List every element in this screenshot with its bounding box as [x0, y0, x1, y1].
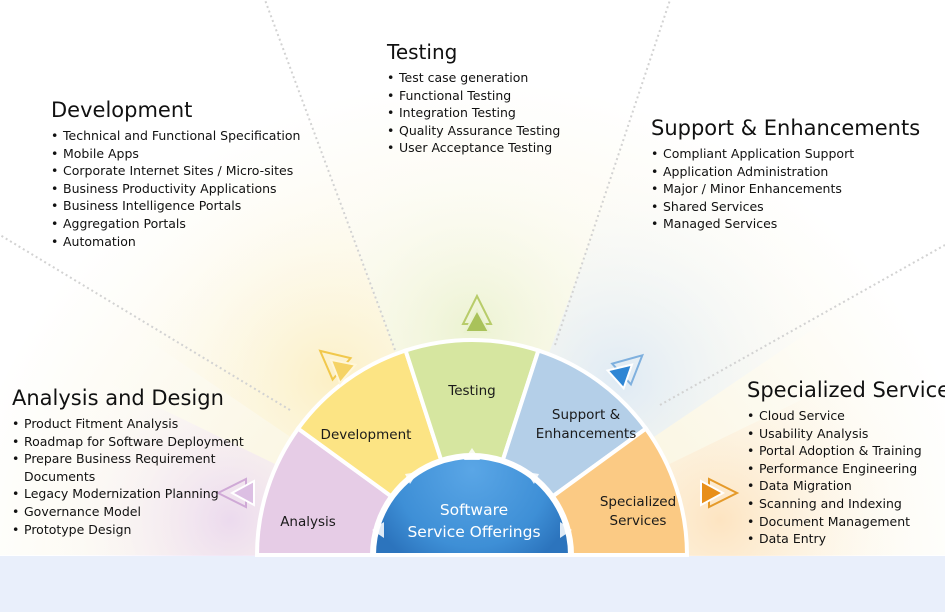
- panel-testing: Testing Test case generation Functional …: [387, 40, 560, 157]
- hub-label-1: Software: [440, 501, 508, 519]
- panel-specialized: Specialized Services Cloud Service Usabi…: [747, 378, 945, 548]
- list-support: Compliant Application Support Applicatio…: [651, 145, 920, 233]
- list-item: Data Migration: [747, 477, 945, 495]
- list-item: Compliant Application Support: [651, 145, 920, 163]
- hub-arrow-upright-icon: [526, 472, 539, 484]
- list-item: User Acceptance Testing: [387, 139, 560, 157]
- list-item: Document Management: [747, 513, 945, 531]
- list-item: Corporate Internet Sites / Micro-sites: [51, 162, 300, 180]
- hub-arrow-upleft-icon: [405, 472, 418, 484]
- list-specialized: Cloud Service Usability Analysis Portal …: [747, 407, 945, 548]
- arrow-icon-specialized: [700, 477, 740, 509]
- arrow-icon-development: [318, 349, 358, 386]
- list-item: Functional Testing: [387, 87, 560, 105]
- segment-label-specialized-2: Services: [610, 513, 667, 529]
- segment-label-support-2: Enhancements: [536, 426, 637, 442]
- footer-band: [0, 556, 945, 612]
- panel-support: Support & Enhancements Compliant Applica…: [651, 116, 920, 233]
- list-item: Roadmap for Software Deployment: [12, 433, 257, 451]
- panel-title-development: Development: [51, 98, 193, 122]
- list-item: Shared Services: [651, 198, 920, 216]
- list-item: Cloud Service: [747, 407, 945, 425]
- list-item: Portal Adoption & Training: [747, 442, 945, 460]
- list-item: Automation: [51, 233, 300, 251]
- list-item: Product Fitment Analysis: [12, 415, 257, 433]
- list-development: Technical and Functional Specification M…: [51, 127, 300, 250]
- list-item: Legacy Modernization Planning: [12, 485, 257, 503]
- panel-title-support: Support & Enhancements: [651, 116, 921, 140]
- hub-arrow-right-icon: [560, 522, 572, 538]
- list-item: Governance Model: [12, 503, 257, 521]
- list-item: Test case generation: [387, 69, 560, 87]
- panel-analysis: Analysis and Design Product Fitment Anal…: [12, 386, 257, 538]
- list-item: Technical and Functional Specification: [51, 127, 300, 145]
- list-item: Mobile Apps: [51, 145, 300, 163]
- arrow-icon-testing: [461, 293, 493, 333]
- hub-label-2: Service Offerings: [407, 523, 540, 541]
- list-item: Prepare Business Requirement Documents: [12, 450, 224, 485]
- list-item: Quality Assurance Testing: [387, 122, 560, 140]
- list-item: Scanning and Indexing: [747, 495, 945, 513]
- list-item: Business Productivity Applications: [51, 180, 300, 198]
- hub-arrow-left-icon: [372, 522, 384, 538]
- list-item: Performance Engineering: [747, 460, 945, 478]
- hub-arrow-up-icon: [464, 448, 480, 460]
- list-item: Aggregation Portals: [51, 215, 300, 233]
- list-item: Application Administration: [651, 163, 920, 181]
- segment-label-testing: Testing: [447, 383, 495, 399]
- segment-label-analysis: Analysis: [280, 514, 336, 530]
- panel-title-testing: Testing: [387, 40, 458, 64]
- list-item: Integration Testing: [387, 104, 560, 122]
- panel-development: Development Technical and Functional Spe…: [51, 98, 300, 250]
- list-item: Prototype Design: [12, 521, 257, 539]
- list-item: Managed Services: [651, 215, 920, 233]
- panel-title-specialized: Specialized Services: [747, 378, 945, 402]
- segment-label-specialized-1: Specialized: [600, 494, 676, 510]
- list-item: Data Entry: [747, 530, 945, 548]
- list-item: Major / Minor Enhancements: [651, 180, 920, 198]
- list-analysis: Product Fitment Analysis Roadmap for Sof…: [12, 415, 257, 538]
- segment-label-development: Development: [321, 427, 412, 443]
- segment-label-support-1: Support &: [552, 407, 621, 423]
- arrow-icon-support: [605, 353, 645, 391]
- panel-title-analysis: Analysis and Design: [12, 386, 224, 410]
- list-testing: Test case generation Functional Testing …: [387, 69, 560, 157]
- list-item: Business Intelligence Portals: [51, 197, 300, 215]
- list-item: Usability Analysis: [747, 425, 945, 443]
